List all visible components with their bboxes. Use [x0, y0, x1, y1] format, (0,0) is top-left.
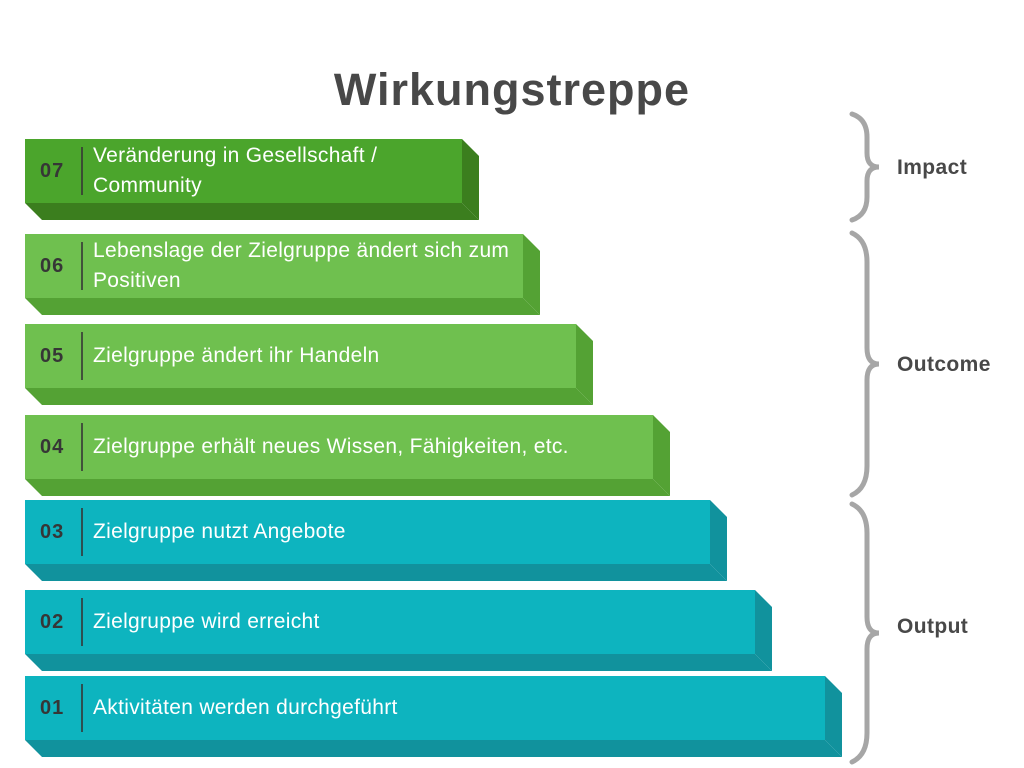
page-title: Wirkungstreppe: [333, 64, 691, 116]
step-number: 02: [40, 610, 65, 633]
step-divider: [81, 423, 83, 471]
step-03: 03 Zielgruppe nutzt Angebote: [25, 500, 727, 581]
step-01: 01 Aktivitäten werden durchgeführt: [25, 676, 842, 757]
step-07: 07 Veränderung in Gesellschaft / Communi…: [25, 139, 479, 220]
step-02: 02 Zielgruppe wird erreicht: [25, 590, 772, 671]
outcome-brace: [849, 230, 880, 498]
step-face: 06 Lebenslage der Zielgruppe ändert sich…: [25, 234, 523, 298]
step-label: Veränderung in Gesellschaft / Community: [93, 144, 378, 197]
step-04: 04 Zielgruppe erhält neues Wissen, Fähig…: [25, 415, 670, 496]
step-06: 06 Lebenslage der Zielgruppe ändert sich…: [25, 234, 540, 315]
step-label: Zielgruppe erhält neues Wissen, Fähigkei…: [93, 435, 569, 458]
step-face: 01 Aktivitäten werden durchgeführt: [25, 676, 825, 740]
step-label: Lebenslage der Zielgruppe ändert sich zu…: [93, 239, 510, 292]
step-face: 05 Zielgruppe ändert ihr Handeln: [25, 324, 576, 388]
step-label: Zielgruppe wird erreicht: [93, 610, 320, 633]
step-label: Zielgruppe ändert ihr Handeln: [93, 344, 380, 367]
step-divider: [81, 598, 83, 646]
step-face: 02 Zielgruppe wird erreicht: [25, 590, 755, 654]
impact-label: Impact: [897, 156, 968, 179]
step-number: 03: [40, 520, 65, 543]
step-3d-bottom: [25, 479, 670, 496]
output-brace: [849, 501, 880, 765]
step-05: 05 Zielgruppe ändert ihr Handeln: [25, 324, 593, 405]
step-divider: [81, 684, 83, 732]
step-3d-bottom: [25, 740, 842, 757]
step-label: Zielgruppe nutzt Angebote: [93, 520, 346, 543]
step-number: 04: [40, 435, 65, 458]
step-number: 07: [40, 159, 65, 182]
outcome-label: Outcome: [897, 353, 991, 376]
step-number: 06: [40, 254, 65, 277]
step-3d-bottom: [25, 654, 772, 671]
step-number: 01: [40, 696, 65, 719]
output-label: Output: [897, 615, 969, 638]
step-face: 04 Zielgruppe erhält neues Wissen, Fähig…: [25, 415, 653, 479]
step-divider: [81, 147, 83, 195]
step-face: 07 Veränderung in Gesellschaft / Communi…: [25, 139, 462, 203]
step-label: Aktivitäten werden durchgeführt: [93, 696, 398, 719]
step-3d-bottom: [25, 388, 593, 405]
step-3d-bottom: [25, 298, 540, 315]
step-divider: [81, 332, 83, 380]
step-3d-bottom: [25, 564, 727, 581]
step-3d-bottom: [25, 203, 479, 220]
step-face: 03 Zielgruppe nutzt Angebote: [25, 500, 710, 564]
step-number: 05: [40, 344, 65, 367]
impact-brace: [849, 111, 880, 223]
step-divider: [81, 508, 83, 556]
step-divider: [81, 242, 83, 290]
